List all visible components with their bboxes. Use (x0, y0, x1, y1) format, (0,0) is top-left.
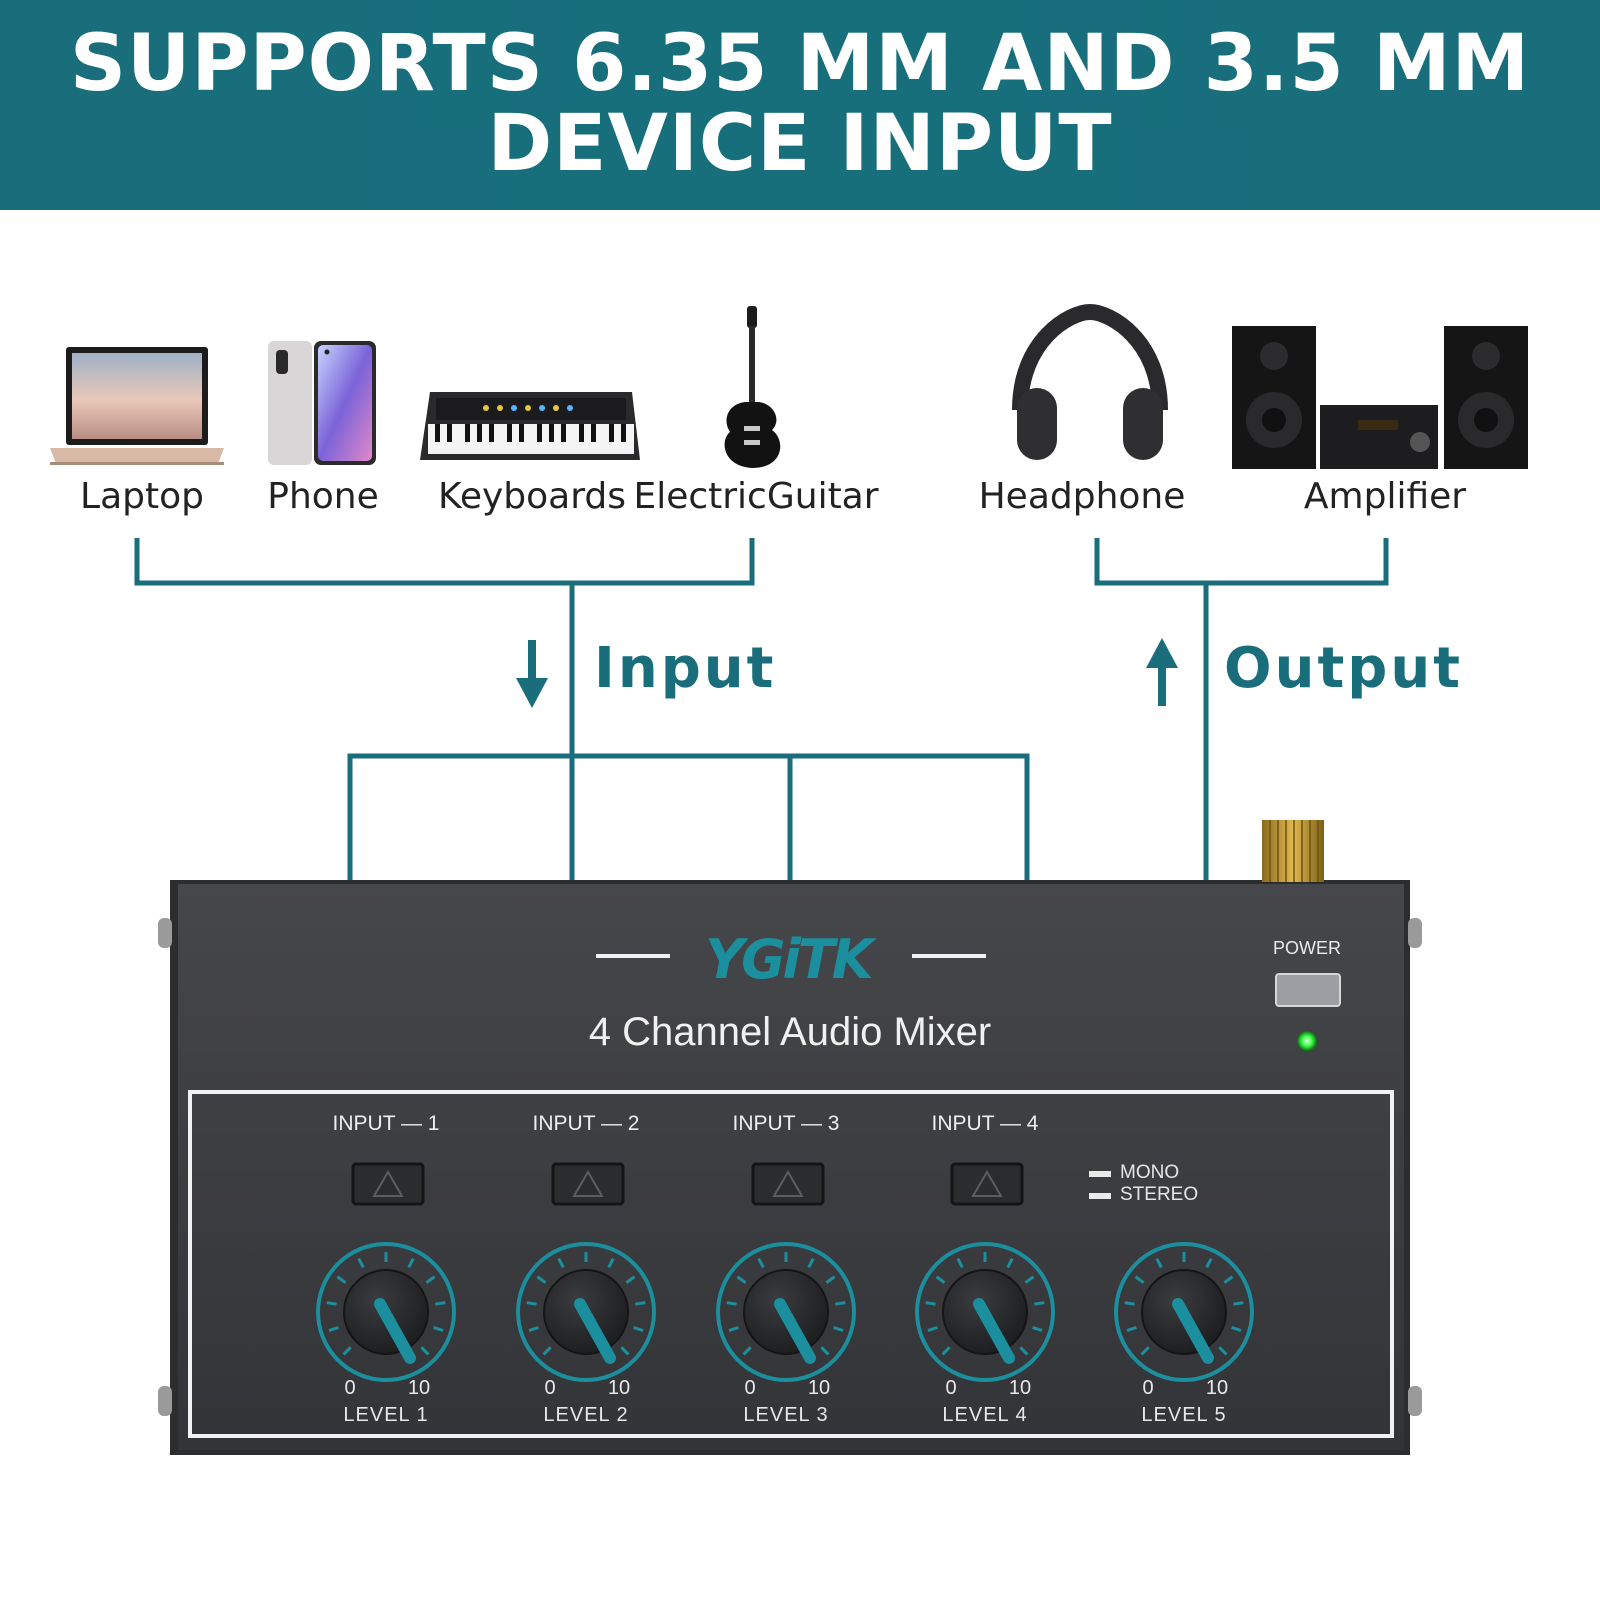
input-label-2: INPUT — 2 (532, 1112, 640, 1135)
input-2-mode-button[interactable] (551, 1162, 625, 1206)
level-5-knob[interactable] (1114, 1242, 1254, 1382)
knob-5-max: 10 (1205, 1377, 1229, 1399)
input-4-mode-button[interactable] (950, 1162, 1024, 1206)
knob-1-max: 10 (407, 1377, 431, 1399)
arrow-up-icon (1146, 638, 1178, 706)
arrow-down-icon (516, 640, 548, 708)
keyboard-icon (420, 392, 640, 460)
level-knobs (316, 1242, 1254, 1382)
level-2-knob[interactable] (516, 1242, 656, 1382)
headphone-icon (1012, 303, 1168, 460)
input-bracket (134, 538, 1030, 880)
input-label-3: INPUT — 3 (732, 1112, 840, 1135)
knob-4-max: 10 (1008, 1377, 1032, 1399)
device-label-amplifier: Amplifier (1303, 476, 1467, 517)
device-label-electric-guitar: ElectricGuitar (633, 476, 879, 517)
knob-5-min: 0 (1142, 1377, 1154, 1399)
level-label-5: LEVEL 5 (1141, 1404, 1227, 1426)
input-1-mode-button[interactable] (351, 1162, 425, 1206)
device-label-laptop: Laptop (80, 476, 204, 517)
brand-logo: YGiTK (705, 928, 874, 991)
knob-2-min: 0 (544, 1377, 556, 1399)
input-flow-label: Input (594, 636, 777, 701)
input-label-4: INPUT — 4 (931, 1112, 1039, 1135)
level-1-knob[interactable] (316, 1242, 456, 1382)
level-label-4: LEVEL 4 (942, 1404, 1028, 1426)
device-label-headphone: Headphone (978, 476, 1186, 517)
knob-3-min: 0 (744, 1377, 756, 1399)
input-3-mode-button[interactable] (751, 1162, 825, 1206)
output-bracket (1094, 538, 1389, 880)
input-buttons (351, 1162, 1024, 1206)
level-label-3: LEVEL 3 (743, 1404, 829, 1426)
power-led-icon (1297, 1031, 1317, 1051)
power-button[interactable] (1275, 973, 1341, 1007)
header-banner: SUPPORTS 6.35 MM AND 3.5 MM DEVICE INPUT (0, 0, 1600, 210)
input-label-1: INPUT — 1 (332, 1112, 440, 1135)
device-label-keyboards: Keyboards (438, 476, 626, 517)
dc-jack-icon (1262, 820, 1324, 882)
laptop-icon (50, 347, 224, 465)
power-label: POWER (1272, 938, 1341, 958)
banner-title-line-2: DEVICE INPUT (487, 99, 1113, 189)
knob-1-min: 0 (344, 1377, 356, 1399)
banner-title-line-1: SUPPORTS 6.35 MM AND 3.5 MM (69, 19, 1531, 109)
amplifier-icon (1232, 326, 1528, 469)
level-label-1: LEVEL 1 (343, 1404, 429, 1426)
device-label-phone: Phone (267, 476, 379, 517)
knob-2-max: 10 (607, 1377, 631, 1399)
mono-switch-icon (1089, 1171, 1111, 1177)
mono-label: MONO (1120, 1162, 1180, 1183)
level-4-knob[interactable] (915, 1242, 1055, 1382)
output-flow-label: Output (1224, 636, 1463, 701)
knob-4-min: 0 (945, 1377, 957, 1399)
level-label-2: LEVEL 2 (543, 1404, 629, 1426)
electric-guitar-icon (724, 306, 781, 468)
stereo-label: STEREO (1120, 1184, 1199, 1205)
knob-3-max: 10 (807, 1377, 831, 1399)
phone-icon (268, 341, 376, 465)
mixer-model-title: 4 Channel Audio Mixer (588, 1010, 992, 1054)
level-3-knob[interactable] (716, 1242, 856, 1382)
stereo-switch-icon (1089, 1193, 1111, 1199)
